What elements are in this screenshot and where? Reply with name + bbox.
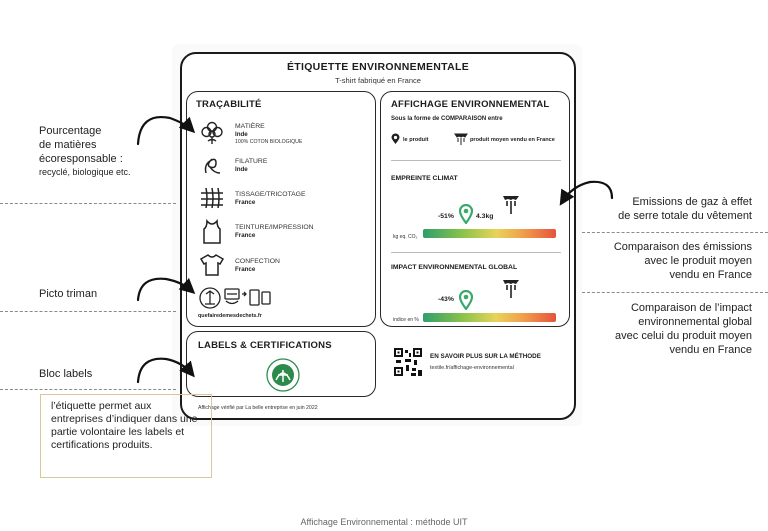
- verified-text: Affichage vérifié par La belle entrepris…: [198, 405, 318, 411]
- arrow-triman: [136, 277, 196, 302]
- legend-average: produit moyen vendu en France: [470, 137, 555, 143]
- climat-percent: -51%: [438, 213, 454, 220]
- tracabilite-title: TRAÇABILITÉ: [196, 99, 262, 110]
- annotation-bloc-labels: Bloc labels: [39, 368, 93, 380]
- affichage-title: AFFICHAGE ENVIRONNEMENTAL: [391, 99, 550, 110]
- step-name-teinture: TEINTURE/IMPRESSION: [235, 224, 314, 231]
- arrow-pourcentage: [136, 115, 196, 146]
- tshirt-icon: [199, 254, 225, 276]
- triman-url: quefairedemesdechets.fr: [198, 313, 262, 319]
- affichage-panel: [380, 91, 570, 327]
- step-value-teinture: France: [235, 232, 256, 239]
- bloc-labels-description: l’étiquette permet aux entreprises d’ind…: [40, 394, 212, 478]
- tracabilite-panel: [186, 91, 376, 327]
- step-value-tissage: France: [235, 199, 256, 206]
- yarn-icon: [204, 158, 221, 174]
- section-divider: [391, 252, 561, 253]
- separator-line: [0, 389, 176, 390]
- climat-value: 4.3kg: [476, 213, 494, 220]
- affichage-intro: Sous la forme de COMPARAISON entre: [391, 116, 503, 122]
- step-value-filature: Inde: [235, 166, 248, 173]
- annotation-pourcentage: Pourcentage de matières écoresponsable :: [39, 125, 123, 165]
- label-title: ÉTIQUETTE ENVIRONNEMENTALE: [286, 61, 470, 73]
- step-value-confection: France: [235, 266, 256, 273]
- impact-unit: indice en %: [393, 317, 419, 323]
- average-marker-climat: [503, 196, 519, 214]
- annotation-comparaison-emissions: Comparaison des émissions avec le produi…: [613, 241, 752, 281]
- annotation-emissions: Emissions de gaz à effet de serre totale…: [618, 196, 752, 222]
- step-extra-matiere: 100% COTON BIOLOGIQUE: [235, 139, 303, 145]
- step-name-confection: CONFECTION: [235, 258, 280, 265]
- step-name-filature: FILATURE: [235, 158, 268, 165]
- methode-url[interactable]: textile.fr/affichage-environnemental: [430, 365, 514, 371]
- qr-code-icon: [394, 348, 422, 376]
- climat-title: EMPREINTE CLIMAT: [391, 175, 458, 182]
- label-subtitle: T-shirt fabriqué en France: [335, 76, 421, 85]
- separator-line: [0, 311, 176, 312]
- triman-icon: [199, 287, 271, 309]
- tank-top-icon: [203, 219, 221, 244]
- methode-title: EN SAVOIR PLUS SUR LA MÉTHODE: [430, 353, 541, 360]
- arrow-bloc-labels: [136, 357, 195, 384]
- labels-title: LABELS & CERTIFICATIONS: [198, 340, 332, 351]
- average-marker-impact: [503, 280, 519, 298]
- climat-unit: kg eq. CO₂: [393, 234, 418, 240]
- average-product-icon: [454, 133, 468, 145]
- impact-gradient-bar: [423, 313, 556, 322]
- product-marker-impact: [459, 290, 473, 310]
- legend-product: le produit: [403, 137, 429, 143]
- section-divider: [391, 160, 561, 161]
- arrow-emissions: [559, 180, 614, 206]
- separator-line: [0, 203, 176, 204]
- gots-organic-logo: [266, 358, 300, 392]
- impact-title: IMPACT ENVIRONNEMENTAL GLOBAL: [391, 264, 518, 271]
- annotation-triman: Picto triman: [39, 288, 98, 300]
- annotation-pourcentage-sub: recyclé, biologique etc.: [39, 167, 131, 177]
- step-name-tissage: TISSAGE/TRICOTAGE: [235, 191, 306, 198]
- step-value-matiere: Inde: [235, 131, 248, 138]
- step-name-matiere: MATIÈRE: [235, 123, 265, 130]
- climat-gradient-bar: [423, 229, 556, 238]
- location-pin-icon: [391, 133, 400, 144]
- product-marker-climat: [459, 204, 473, 224]
- annotation-comparaison-impact: Comparaison de l’impact environnemental …: [615, 302, 752, 356]
- impact-percent: -43%: [438, 296, 454, 303]
- separator-line: [582, 292, 768, 293]
- weaving-grid-icon: [201, 187, 223, 209]
- cotton-flower-icon: [201, 121, 223, 144]
- separator-line: [582, 232, 768, 233]
- footer-caption: Affichage Environnemental : méthode UIT: [300, 517, 468, 527]
